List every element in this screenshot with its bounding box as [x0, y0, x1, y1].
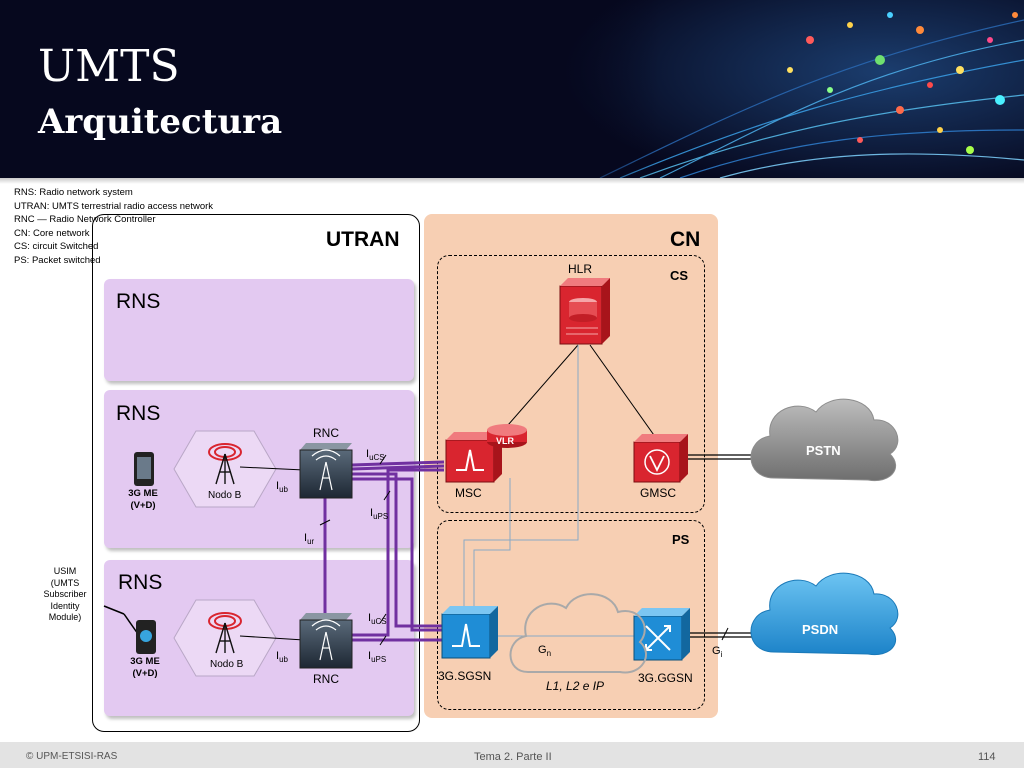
rns-label-1: RNS — [116, 290, 161, 313]
legend-item: CN: Core network — [14, 227, 90, 239]
iucs-label-1: IuCS — [366, 448, 385, 463]
footer-copyright: © UPM-ETSISI-RAS — [26, 751, 118, 762]
footer-center: Tema 2. Parte II — [474, 751, 552, 763]
iups-label-2: IuPS — [368, 650, 387, 665]
sgsn-label: 3G.SGSN — [438, 669, 492, 683]
rns-label-3: RNS — [118, 571, 163, 594]
legend-item: PS: Packet switched — [14, 254, 101, 266]
page-subtitle: Arquitectura — [38, 102, 283, 142]
acronym-legend: RNS: Radio network system UTRAN: UMTS te… — [14, 186, 213, 268]
cn-label: CN — [670, 228, 701, 251]
iub-label-2: Iub — [276, 650, 288, 665]
msc-label: MSC — [455, 486, 482, 500]
gi-label: Gi — [712, 645, 723, 660]
ggsn-router-icon — [633, 608, 690, 661]
utran-label: UTRAN — [326, 228, 400, 251]
legend-item: RNC — Radio Network Controller — [14, 214, 156, 226]
pstn-label: PSTN — [806, 443, 841, 458]
cs-label: CS — [670, 268, 689, 283]
psdn-cloud — [750, 572, 899, 656]
iups-label-1: IuPS — [370, 507, 389, 522]
vlr-database-icon — [487, 424, 527, 448]
iur-label: Iur — [304, 532, 315, 547]
page-title: UMTS — [38, 41, 180, 92]
ps-label: PS — [672, 532, 690, 547]
packet-switched-domain — [437, 520, 705, 710]
gmsc-switch-icon — [633, 434, 688, 483]
iub-label-1: Iub — [276, 480, 288, 495]
circuit-switched-domain — [437, 255, 705, 513]
transport-cloud — [509, 593, 647, 674]
phone-icon-2 — [103, 605, 156, 654]
nodo-b-label-1: Nodo B — [208, 490, 242, 501]
header-banner: UMTS Arquitectura — [0, 0, 1024, 178]
iu-links — [323, 460, 445, 642]
iucs-label-2: IuCS — [368, 612, 387, 627]
psdn-label: PSDN — [802, 622, 839, 637]
rnc-label-1: RNC — [313, 426, 339, 440]
ggsn-label: 3G.GGSN — [638, 671, 693, 685]
sgsn-switch-icon — [441, 606, 498, 659]
gmsc-label: GMSC — [640, 486, 676, 500]
phone-icon-1 — [134, 452, 154, 486]
rnc-label-2: RNC — [313, 672, 339, 686]
vlr-label: VLR — [496, 436, 514, 446]
rnc-device-2 — [299, 613, 353, 669]
pstn-cloud — [750, 398, 899, 482]
footer-bar: © UPM-ETSISI-RAS Tema 2. Parte II 114 — [0, 742, 1024, 768]
antenna-icon-1 — [208, 443, 242, 485]
me-label-1: 3G ME(V+D) — [128, 488, 158, 511]
legend-item: RNS: Radio network system — [14, 187, 133, 198]
nodo-b-label-2: Nodo B — [210, 659, 244, 670]
gn-label: Gn — [538, 644, 552, 659]
antenna-icon-2 — [208, 612, 242, 654]
hlr-label: HLR — [568, 262, 593, 276]
page-number: 114 — [978, 751, 996, 763]
utran-area — [92, 214, 420, 732]
rnc-device-1 — [299, 443, 353, 499]
hlr-database-icon — [559, 278, 610, 345]
legend-item: CS: circuit Switched — [14, 241, 99, 253]
me-label-2: 3G ME(V+D) — [130, 656, 160, 679]
legend-item: UTRAN: UMTS terrestrial radio access net… — [14, 200, 214, 212]
transport-label: L1, L2 e IP — [546, 679, 605, 693]
rns-panel-1 — [104, 279, 414, 381]
rns-label-2: RNS — [116, 402, 161, 425]
